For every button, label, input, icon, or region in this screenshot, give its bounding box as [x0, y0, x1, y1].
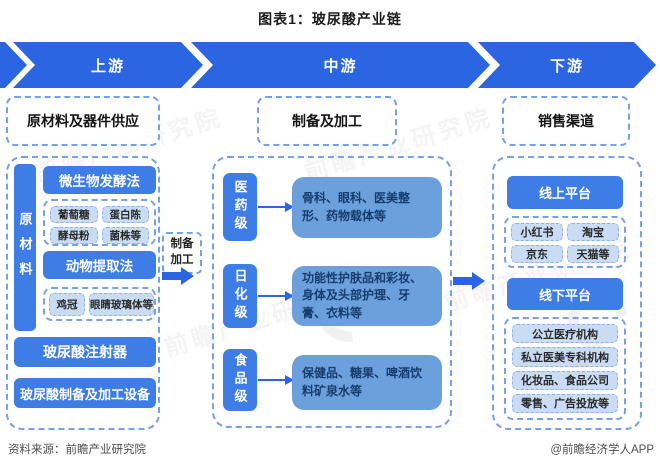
chip-retail-advertising: 零售、广告投放等 [512, 393, 618, 413]
stage-upstream-label: 上游 [90, 58, 125, 75]
chip-tmall: 天猫等 [567, 245, 619, 263]
chip-jd: 京东 [511, 245, 563, 263]
grade-food-box: 食品级 [223, 349, 257, 411]
offline-items-group: 公立医疗机构 私立医美专科机构 化妆品、食品公司 零售、广告投放等 [504, 317, 626, 420]
chip-taobao: 淘宝 [567, 223, 619, 241]
banner-arrow-shapes [0, 42, 656, 88]
offline-platform-box: 线下平台 [507, 278, 623, 310]
stage-downstream-label: 下游 [549, 58, 584, 75]
food-applications-box: 保健品、糖果、啤酒饮料矿泉水等 [292, 355, 442, 410]
prep-line2: 加工 [170, 254, 194, 266]
daily-chemical-applications-box: 功能性护肤品和彩妆、身体及头部护理、牙膏、衣料等 [292, 266, 442, 326]
equipment-box: 玻尿酸制备及加工设备 [14, 378, 156, 408]
online-items-group: 小红书 淘宝 京东 天猫等 [504, 216, 626, 268]
upstream-group-outline [6, 156, 160, 430]
chip-yeast-powder: 酵母粉 [50, 227, 98, 244]
chip-strains: 菌株等 [101, 227, 149, 244]
chip-public-medical: 公立医疗机构 [512, 324, 618, 344]
upstream-to-midstream-arrow-icon [162, 267, 196, 285]
stage-banner: 上游 中游 下游 [0, 42, 660, 88]
chip-private-aesthetic: 私立医美专科机构 [512, 347, 618, 367]
midstream-header: 制备及加工 [257, 96, 397, 146]
downstream-header: 销售渠道 [502, 96, 630, 146]
pharma-applications-box: 骨科、眼科、医美整形、药物载体等 [292, 177, 442, 238]
chip-cockscomb: 鸡冠 [49, 292, 85, 316]
chip-cosmetics-food-company: 化妆品、食品公司 [512, 370, 618, 390]
food-arrow-icon [258, 375, 294, 385]
midstream-to-downstream-arrow-icon [453, 272, 487, 290]
daily-chemical-arrow-icon [258, 291, 294, 301]
stage-midstream-label: 中游 [323, 58, 358, 75]
upstream-header: 原材料及器件供应 [6, 96, 160, 146]
fermentation-method-box: 微生物发酵法 [43, 166, 156, 194]
online-platform-box: 线上平台 [507, 176, 623, 209]
raw-material-vertical-label: 原材料 [14, 164, 36, 331]
downstream-group-outline [492, 156, 642, 430]
prep-line1: 制备 [170, 238, 194, 251]
chip-eye-vitreous: 眼睛玻璃体等 [89, 292, 154, 316]
injector-box: 玻尿酸注射器 [14, 337, 156, 367]
grade-pharma-box: 医药级 [223, 173, 257, 241]
grade-daily-chemical-box: 日化级 [223, 264, 257, 328]
fermentation-items-group: 葡萄糖 蛋白陈 酵母粉 菌株等 [43, 199, 156, 246]
chip-xiaohongshu: 小红书 [511, 223, 563, 241]
pharma-arrow-icon [258, 202, 294, 212]
chip-peptone: 蛋白陈 [101, 206, 149, 223]
page-title: 图表1：玻尿酸产业链 [258, 11, 402, 27]
source-note: 资料来源：前瞻产业研究院 [8, 444, 146, 456]
midstream-group-outline [212, 156, 452, 428]
animal-items-group: 鸡冠 眼睛玻璃体等 [43, 287, 156, 321]
credit-note: @前瞻经济学人APP [550, 444, 654, 456]
chip-glucose: 葡萄糖 [50, 206, 98, 223]
animal-extraction-box: 动物提取法 [43, 251, 156, 279]
